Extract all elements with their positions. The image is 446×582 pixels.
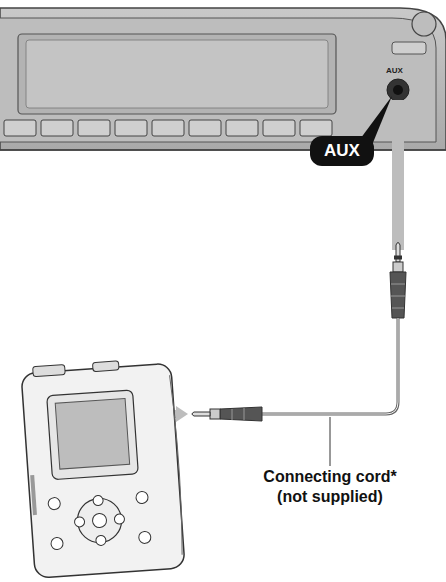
panel-button bbox=[300, 120, 332, 136]
panel-button bbox=[189, 120, 221, 136]
plug bbox=[390, 243, 406, 319]
panel-button bbox=[4, 120, 36, 136]
insertion-arrow bbox=[392, 100, 404, 250]
callout-tag: AUX bbox=[310, 136, 374, 166]
panel-button bbox=[152, 120, 184, 136]
callout-text: AUX bbox=[324, 141, 360, 161]
plug bbox=[192, 407, 262, 421]
panel-button bbox=[263, 120, 295, 136]
part-name: Connecting cord* bbox=[263, 468, 396, 486]
button-row bbox=[4, 120, 332, 136]
part-note: (not supplied) bbox=[277, 488, 383, 506]
panel-button bbox=[41, 120, 73, 136]
cable bbox=[262, 318, 398, 414]
leader-line bbox=[330, 417, 331, 466]
cable-highlight bbox=[262, 318, 398, 414]
panel-button bbox=[226, 120, 258, 136]
portable-player bbox=[21, 357, 186, 578]
jack-label: AUX bbox=[386, 66, 403, 75]
panel-button bbox=[115, 120, 147, 136]
car-stereo bbox=[0, 8, 446, 150]
panel-button bbox=[78, 120, 110, 136]
